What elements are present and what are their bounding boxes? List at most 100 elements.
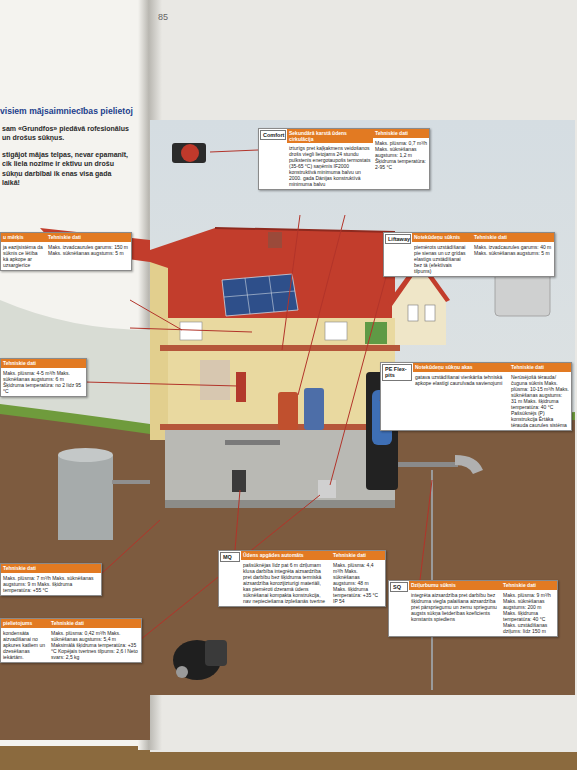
intro-text: sam «Grundfos» piedāvā rofesionālus un d… (2, 124, 130, 143)
spec-text: ja eazijsistēma da sūknis ce lētība kā a… (1, 242, 46, 270)
solar-grid (224, 291, 295, 297)
leader-line (282, 215, 300, 350)
well-tank (58, 455, 113, 540)
column-header: Tehniskie dati (501, 581, 557, 590)
page-heading: visiem mājsaimniecības pielietoj (0, 106, 133, 116)
box-column: Tehniskie datiMaks. plūsma: 0,7 m³/h Mak… (373, 129, 429, 172)
column-header: Ūdens apgādes automāts (241, 551, 331, 560)
box-column: Sekundārā karstā ūdens cirkulācijaizturī… (287, 129, 373, 189)
spec-box: PE Flex-pitsNotekūdeņu sūkņu akasgatava … (380, 362, 572, 431)
roof (150, 228, 395, 330)
outlet-pipe (398, 462, 458, 467)
column-header: Tehniskie dati (1, 564, 101, 573)
box-column: Tehniskie datiMaks. plūsma: 4-5 m³/h Mak… (1, 359, 86, 396)
soil (150, 415, 575, 695)
column-header: Sekundārā karstā ūdens cirkulācija (287, 129, 373, 143)
spec-text: pašsūknējas līdz pat 6 m dziļumam klusa … (241, 560, 331, 606)
page-number: 85 (158, 12, 188, 22)
product-name: MQ (220, 552, 240, 562)
window (325, 322, 347, 340)
leader-line (420, 480, 432, 580)
column-header: Tehniskie dati (1, 359, 86, 368)
spec-box: SQDziļurbumu sūknisintegrēta aizsardzība… (388, 580, 558, 637)
spec-text: Maks. plūsma: 0,7 m³/h Maks. sūknēšanas … (373, 138, 429, 172)
comfort-pump (172, 143, 206, 163)
box-column: Tehniskie datiMaks. izvadcaurules garums… (46, 233, 131, 258)
column-header: Tehniskie dati (331, 551, 385, 560)
leader-line (210, 150, 258, 152)
solar-grid (269, 276, 274, 312)
boiler (278, 392, 298, 430)
box-column: Tehniskie datiMaks. plūsma: 7 m³/h Maks.… (1, 564, 101, 595)
box-column: Tehniskie datiMaks. plūsma: 0,42 m³/h Ma… (49, 619, 141, 662)
outlet-elbow (455, 455, 483, 474)
box-column: Tehniskie datiNerūsējošā tērauda/čuguna … (509, 363, 571, 430)
spec-text: Maks. izvadcaurules garums: 40 m Maks. s… (472, 242, 554, 258)
leader-line (100, 520, 160, 575)
product-name: PE Flex-pits (382, 364, 412, 381)
leader-line (298, 215, 345, 395)
leader-line (130, 328, 252, 332)
box-column: MQ (219, 551, 241, 563)
basement (165, 430, 395, 502)
water-tank (304, 388, 324, 430)
spec-text: kondensāta aizvadīšanai no apkures katli… (1, 628, 49, 662)
condensate-pump (318, 480, 336, 498)
box-column: Dziļurbumu sūknisintegrēta aizsardzība p… (409, 581, 501, 624)
column-header: Tehniskie dati (509, 363, 571, 372)
room-wall (200, 360, 230, 400)
column-header: Dziļurbumu sūknis (409, 581, 501, 590)
spec-text: piemērots uzstādīšanai pie sienas un uz … (412, 242, 472, 276)
column-header: pielietojums (1, 619, 49, 628)
product-name: Liftaway (385, 234, 411, 244)
column-header: Tehniskie dati (46, 233, 131, 242)
spec-text: Maks. plūsma: 7 m³/h Maks. sūknēšanas au… (1, 573, 101, 595)
left-page (0, 0, 150, 746)
leader-line (235, 490, 240, 550)
window (425, 305, 435, 321)
window (180, 322, 202, 340)
box-column: Tehniskie datiMaks. izvadcaurules garums… (472, 233, 554, 258)
box-column: Tehniskie datiMaks. plūsma: 4,4 m³/h Mak… (331, 551, 385, 606)
spec-text: Maks. plūsma: 0,42 m³/h Maks. sūknēšanas… (49, 628, 141, 662)
spec-box: LiftawayNotekūdeņu sūknispiemērots uzstā… (383, 232, 555, 277)
box-column: Tehniskie datiMaks. plūsma: 9 m³/h Maks.… (501, 581, 557, 636)
pipe (225, 440, 280, 445)
spec-box: MQŪdens apgādes automātspašsūknējas līdz… (218, 550, 386, 607)
intro-text: stigājot mājas telpas, nevar epamanīt, c… (2, 150, 130, 188)
right-page (150, 0, 577, 752)
solar-panel (222, 274, 298, 316)
column-header: Tehniskie dati (49, 619, 141, 628)
box-column: u mērķisja eazijsistēma da sūknis ce lēt… (1, 233, 46, 270)
basement-floor (165, 500, 395, 508)
spec-text: izturīgs pret kaļķakmens veidošanos droš… (287, 143, 373, 189)
box-column: Comfort (259, 129, 287, 141)
mq-pump-port (176, 666, 188, 678)
well-top (58, 448, 113, 462)
box-column: Ūdens apgādes automātspašsūknējas līdz p… (241, 551, 331, 606)
spec-box: ComfortSekundārā karstā ūdens cirkulācij… (258, 128, 430, 190)
plant (365, 322, 387, 344)
left-backdrop (0, 300, 150, 740)
column-header: Notekūdeņu sūkņu akas (413, 363, 509, 372)
box-column: pielietojumskondensāta aizvadīšanai no a… (1, 619, 49, 662)
spec-text: Maks. plūsma: 4-5 m³/h Maks. sūknēšanas … (1, 368, 86, 396)
left-soil (0, 410, 150, 740)
floor-slab (160, 345, 400, 351)
product-name: SQ (390, 582, 408, 592)
leader-line (85, 382, 238, 386)
column-header: Tehniskie dati (472, 233, 554, 242)
sky-backdrop (150, 120, 575, 695)
spec-box: Tehniskie datiMaks. plūsma: 7 m³/h Maks.… (0, 563, 102, 596)
leader-line (130, 300, 182, 330)
spec-text: Maks. plūsma: 9 m³/h Maks. sūknēšanas au… (501, 590, 557, 636)
column-header: Tehniskie dati (373, 129, 429, 138)
product-name: Comfort (260, 130, 286, 140)
spec-text: integrēta aizsardzība pret darbību bez š… (409, 590, 501, 624)
spec-text: Nerūsējošā tērauda/čuguna sūknis Maks. p… (509, 372, 571, 430)
box-column: PE Flex-pits (381, 363, 413, 382)
roof-ridge (215, 228, 395, 232)
spec-box: pielietojumskondensāta aizvadīšanai no a… (0, 618, 142, 663)
